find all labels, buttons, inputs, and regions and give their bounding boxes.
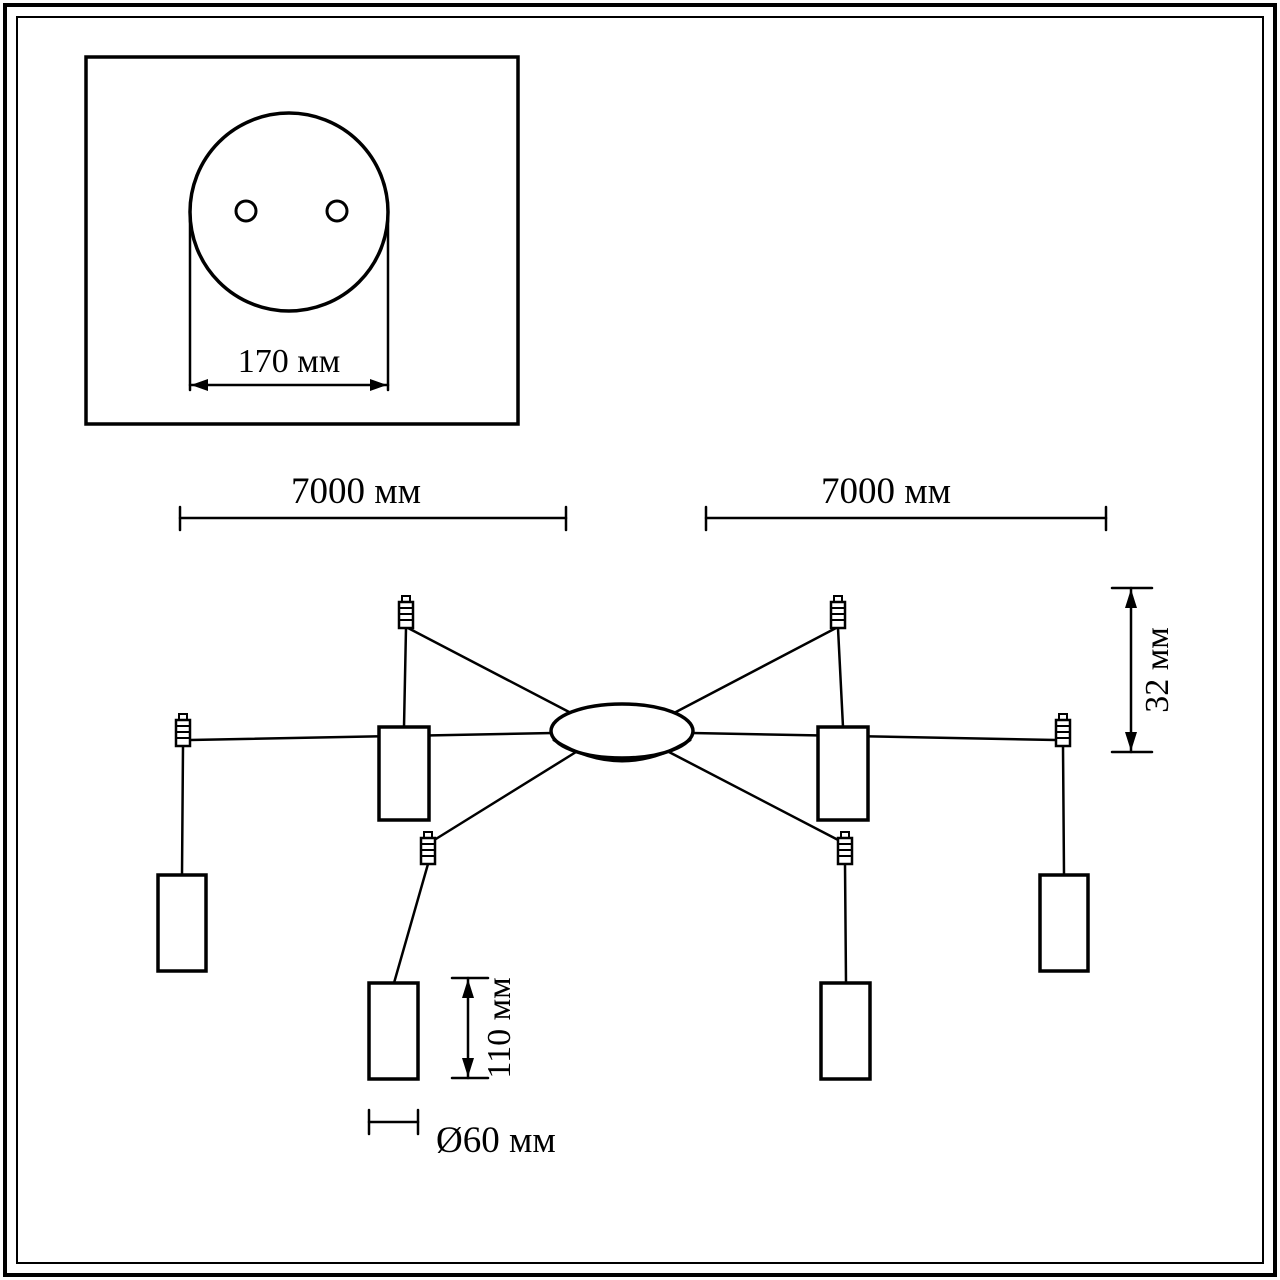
page-frame (3, 3, 1277, 1277)
ceiling-connector-lower-right (836, 831, 854, 866)
inset-box (84, 55, 520, 426)
ceiling-connector-upper-left (397, 595, 415, 630)
drop-cable-upper-left (402, 626, 408, 729)
shade-height-label: 110 мм (481, 977, 518, 1078)
arrowhead-left (191, 379, 208, 391)
plate-diameter-label: 170 мм (238, 343, 341, 380)
arrowhead-down (462, 1058, 474, 1077)
mount-detail-inset: 170 мм (84, 55, 520, 426)
pendant-shade-lower-left (367, 981, 420, 1081)
cable-dimension-left: 7000 мм (178, 471, 568, 532)
pendant-shade-far-right (1038, 873, 1090, 973)
arm-line-lower-right (667, 750, 844, 844)
arm-line-upper-left (406, 626, 573, 715)
shade-diameter-label: Ø60 мм (436, 1120, 556, 1161)
mount-hole-left (234, 199, 258, 223)
ceiling-connector-far-right (1054, 713, 1072, 748)
arm-line-far-left (188, 731, 555, 742)
drop-cable-far-left (180, 744, 185, 877)
drop-cable-lower-right (843, 862, 848, 985)
fixture (156, 595, 1090, 1081)
ceiling-connector-lower-left (419, 831, 437, 866)
arm-line-lower-left (429, 750, 578, 844)
drop-cable-far-right (1061, 744, 1066, 877)
drop-cable-upper-right (836, 626, 845, 729)
frame-outer-border (3, 3, 1277, 1277)
connector-height-label: 32 мм (1139, 627, 1176, 713)
drop-cable-lower-left (392, 862, 430, 985)
pendant-shade-mid-right (816, 725, 870, 822)
ceiling-connector-upper-right (829, 595, 847, 630)
arrowhead-up (462, 979, 474, 998)
pendant-shade-lower-right (819, 981, 872, 1081)
arrowhead-up (1125, 589, 1137, 608)
canopy-ellipse (549, 702, 695, 760)
frame-inner-border (16, 16, 1264, 1264)
arm-line-upper-right (672, 626, 838, 715)
connector-height-dimension: 32 мм (1110, 586, 1176, 754)
cable-dimension-right: 7000 мм (704, 471, 1108, 532)
mount-plate-circle (188, 111, 390, 313)
mount-hole-right (325, 199, 349, 223)
shade-height-dimension: 110 мм (450, 976, 518, 1080)
cable-length-left-label: 7000 мм (291, 471, 421, 512)
arm-line-far-right (690, 731, 1058, 742)
arrowhead-right (370, 379, 387, 391)
canopy-rim-arc (552, 738, 692, 763)
pendant-shade-mid-left (377, 725, 431, 822)
shade-diameter-dimension: Ø60 мм (367, 1108, 556, 1161)
ceiling-connector-far-left (174, 713, 192, 748)
cable-length-right-label: 7000 мм (821, 471, 951, 512)
pendant-shade-far-left (156, 873, 208, 973)
arrowhead-down (1125, 732, 1137, 751)
